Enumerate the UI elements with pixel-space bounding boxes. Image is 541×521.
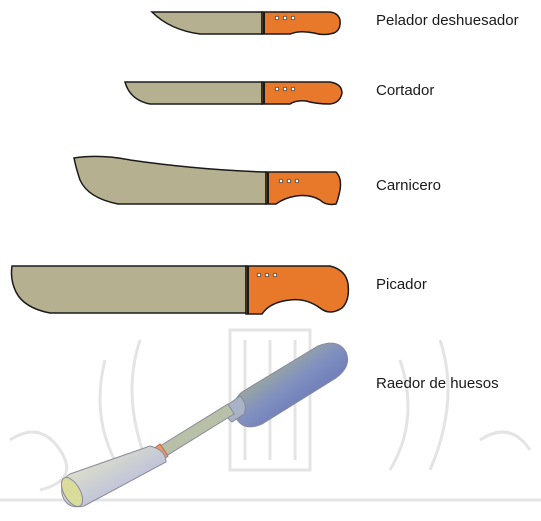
cutting-knife-icon (125, 82, 342, 104)
chopping-knife-icon (12, 266, 349, 314)
label-carnicero: Carnicero (376, 177, 441, 195)
label-cortador: Cortador (376, 82, 434, 100)
label-pelador-deshuesador: Pelador deshuesador (376, 12, 519, 30)
butcher-knife-icon (74, 156, 341, 204)
boning-knife-icon (152, 12, 340, 35)
label-picador: Picador (376, 276, 427, 294)
bone-scraper-icon (57, 343, 348, 510)
label-raedor-de-huesos: Raedor de huesos (376, 375, 499, 393)
